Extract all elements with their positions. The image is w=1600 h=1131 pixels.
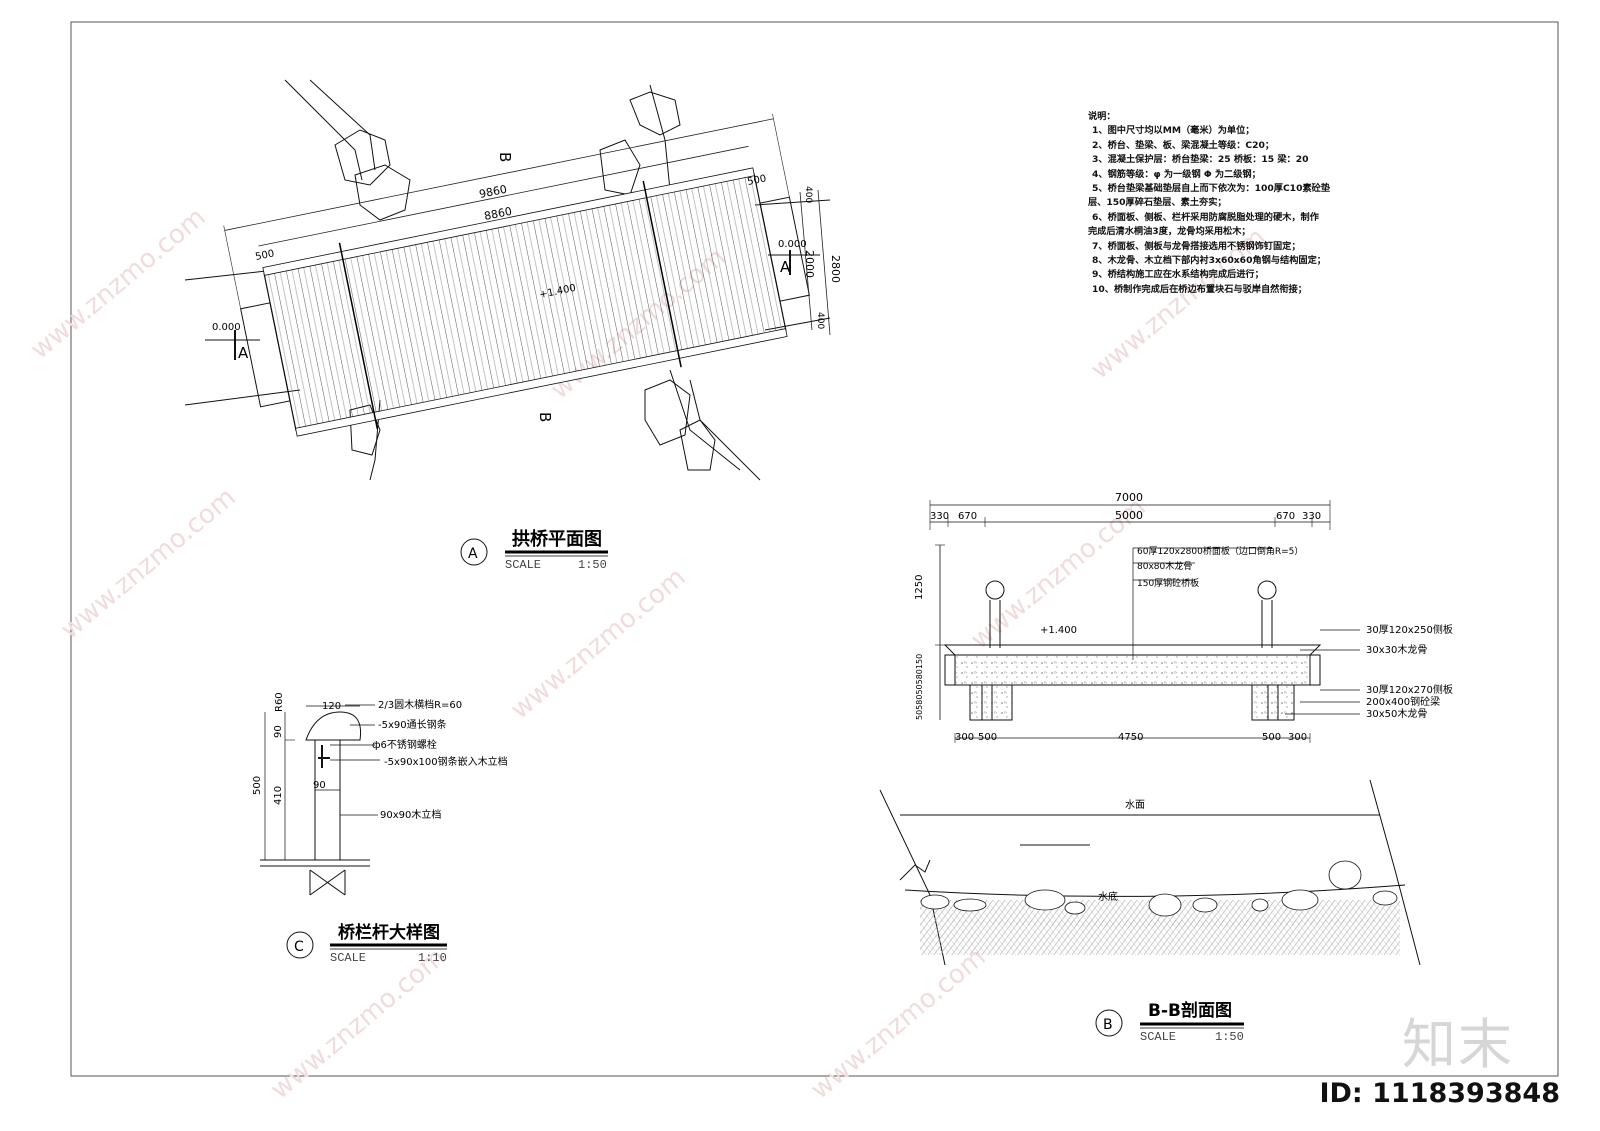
- railing-scale-label: SCALE: [330, 951, 366, 965]
- note-item: 6、桥面板、侧板、栏杆采用防腐脱脂处理的硬木，制作: [1092, 211, 1319, 223]
- water-surface-label: 水面: [1125, 799, 1145, 811]
- sec-dim-b-r1: 500: [1262, 732, 1281, 743]
- rail-dim-r: R60: [274, 692, 285, 712]
- section-scale-label: SCALE: [1140, 1030, 1176, 1044]
- railing-title: 桥栏杆大样图: [338, 922, 440, 943]
- dim-width-total: 2800: [829, 255, 842, 283]
- dim-width-bottom: 400: [815, 312, 825, 329]
- rail-dim-w: 120: [322, 701, 341, 712]
- sec-label-top-3: 150厚钢砼桥板: [1137, 577, 1199, 589]
- dim-deck: 8860: [483, 205, 513, 223]
- plan-scale-value: 1:50: [578, 558, 607, 572]
- notes-block: 说明： 1、图中尺寸均以MM（毫米）为单位； 2、桥台、垫梁、板、梁混凝土等级：…: [1088, 110, 1388, 297]
- sec-dim-overall: 7000: [1115, 491, 1143, 504]
- note-item: 4、钢筋等级：φ 为一级钢 Φ 为二级钢；: [1092, 168, 1261, 180]
- sec-dim-r2: 330: [1302, 511, 1321, 522]
- sec-label-right-3: 30厚120x270侧板: [1366, 683, 1453, 696]
- railing-marker: C: [294, 939, 304, 955]
- elev-right: 0.000: [778, 239, 807, 250]
- section-title-block: B B-B剖面图 SCALE 1:50: [1095, 1000, 1244, 1044]
- note-item: 层、150厚碎石垫层、素土夯实；: [1088, 197, 1227, 209]
- sec-label-right-4: 200x400钢砼梁: [1366, 695, 1440, 708]
- plan-view: [184, 79, 831, 481]
- section-title: B-B剖面图: [1148, 1000, 1232, 1021]
- plan-scale-label: SCALE: [505, 558, 541, 572]
- sec-elev: +1.400: [1040, 625, 1077, 636]
- section-scale-value: 1:50: [1215, 1030, 1244, 1044]
- sec-label-top-2: 80x80木龙骨: [1137, 560, 1192, 572]
- svg-text:www.znzmo.com: www.znzmo.com: [25, 202, 211, 365]
- sec-dim-r1: 670: [1276, 511, 1295, 522]
- dim-end-left: 500: [254, 248, 275, 263]
- section-mark-b-bottom: B: [536, 412, 554, 422]
- elev-left: 0.000: [212, 322, 241, 333]
- sec-dim-b-l1: 300: [955, 732, 974, 743]
- svg-text:www.znzmo.com: www.znzmo.com: [505, 562, 691, 725]
- sec-dim-l1: 330: [930, 511, 949, 522]
- svg-text:www.znzmo.com: www.znzmo.com: [805, 942, 991, 1105]
- section-marker: B: [1103, 1017, 1113, 1033]
- note-item: 1、图中尺寸均以MM（毫米）为单位；: [1092, 125, 1255, 137]
- notes-heading: 说明：: [1088, 111, 1116, 122]
- sec-dim-b-l2: 500: [978, 732, 997, 743]
- sec-label-top-1: 60厚120x2800桥面板（边口倒角R=5）: [1137, 545, 1303, 557]
- railing-labels: R60 120 500 90 410 90 2/3圆木横档R=60 -5x90通…: [252, 692, 508, 821]
- svg-text:www.znzmo.com: www.znzmo.com: [265, 942, 451, 1105]
- rail-dim-post: 410: [273, 786, 284, 805]
- rail-dim-total: 500: [252, 776, 263, 795]
- section-mark-a-left: A: [238, 344, 249, 362]
- sec-dim-mid: 5000: [1115, 509, 1143, 522]
- note-item: 5、桥台垫梁基础垫层自上而下依次为：100厚C10素砼垫: [1092, 183, 1331, 195]
- water-ground-detail: [879, 779, 1421, 966]
- plan-view-labels: 9860 8860 500 500 2800 2000 400 400 0.00…: [212, 152, 842, 422]
- rail-label-2: -5x90通长钢条: [378, 718, 447, 731]
- note-item: 10、桥制作完成后在桥边布置块石与驳岸自然衔接；: [1092, 283, 1307, 295]
- sec-label-right-5: 30x50木龙骨: [1366, 707, 1427, 720]
- svg-text:www.znzmo.com: www.znzmo.com: [55, 482, 241, 645]
- sec-label-right-1: 30厚120x250侧板: [1366, 623, 1453, 636]
- note-item: 8、木龙骨、木立档下部内衬3x60x60角钢与结构固定；: [1092, 255, 1326, 267]
- note-item: 7、桥面板、侧板与龙骨搭接选用不锈钢饰钉固定；: [1092, 240, 1301, 252]
- note-item: 2、桥台、垫梁、板、梁混凝土等级：C20；: [1092, 139, 1275, 151]
- section-view: [929, 500, 1360, 743]
- railing-scale-value: 1:10: [418, 951, 447, 965]
- plan-title: 拱桥平面图: [512, 528, 602, 550]
- note-item: 9、桥结构施工应在水系结构完成后进行；: [1092, 269, 1264, 281]
- dim-overall: 9860: [478, 183, 508, 201]
- note-item: 完成后清水桐油3度，龙骨均采用松木；: [1088, 226, 1251, 238]
- plan-title-block: A 拱桥平面图 SCALE 1:50: [460, 528, 608, 572]
- sec-dim-b-r2: 300: [1288, 732, 1307, 743]
- rail-dim-top: 90: [273, 725, 284, 738]
- plan-marker: A: [468, 546, 478, 562]
- note-item: 3、混凝土保护层：桥台垫梁：25 桥板：15 梁：20: [1092, 154, 1309, 166]
- dim-end-right: 500: [746, 173, 767, 188]
- rail-dim-post-w: 90: [313, 780, 326, 791]
- railing-view: [260, 704, 380, 896]
- water-bottom-label: 水底: [1098, 890, 1118, 903]
- sec-label-right-2: 30x30木龙骨: [1366, 643, 1427, 656]
- sec-dim-h2: 5058050580150: [915, 654, 924, 720]
- sec-dim-b-mid: 4750: [1118, 732, 1143, 743]
- sheet-frame: [70, 21, 1559, 1077]
- water-labels: 水面 水底: [1098, 799, 1145, 903]
- rail-label-4: -5x90x100钢条嵌入木立档: [384, 755, 508, 768]
- dim-width-deck: 2000: [803, 250, 816, 278]
- rail-label-5: 90x90木立档: [380, 808, 441, 821]
- rail-label-1: 2/3圆木横档R=60: [378, 698, 462, 711]
- sec-dim-l2: 670: [958, 511, 977, 522]
- watermark-logo: 知末: [1402, 1013, 1514, 1076]
- image-id-label: ID: 1118393848: [1319, 1078, 1560, 1109]
- rail-label-3: ф6不锈钢螺栓: [372, 738, 437, 751]
- section-mark-b-top: B: [496, 152, 514, 162]
- railing-title-block: C 桥栏杆大样图 SCALE 1:10: [286, 922, 447, 965]
- dim-width-top: 400: [803, 186, 813, 203]
- sec-dim-h1: 1250: [914, 575, 925, 600]
- section-mark-a-right: A: [780, 258, 791, 276]
- section-view-labels: 7000 5000 330 670 670 330 300 500 4750 5…: [914, 491, 1453, 743]
